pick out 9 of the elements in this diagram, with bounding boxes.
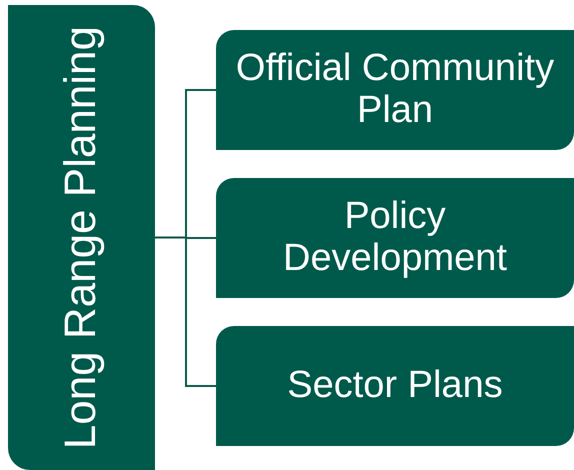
box-label: Sector Plans [287, 365, 503, 407]
topic-box [216, 30, 574, 150]
topic-box [216, 178, 574, 298]
topic-box [216, 326, 574, 446]
box-label: Long Range Planning [58, 26, 105, 450]
box-label: Policy Development [282, 196, 508, 280]
category-box [8, 5, 155, 470]
box-label: Official Community Plan [234, 48, 556, 132]
connector-line [155, 236, 216, 387]
